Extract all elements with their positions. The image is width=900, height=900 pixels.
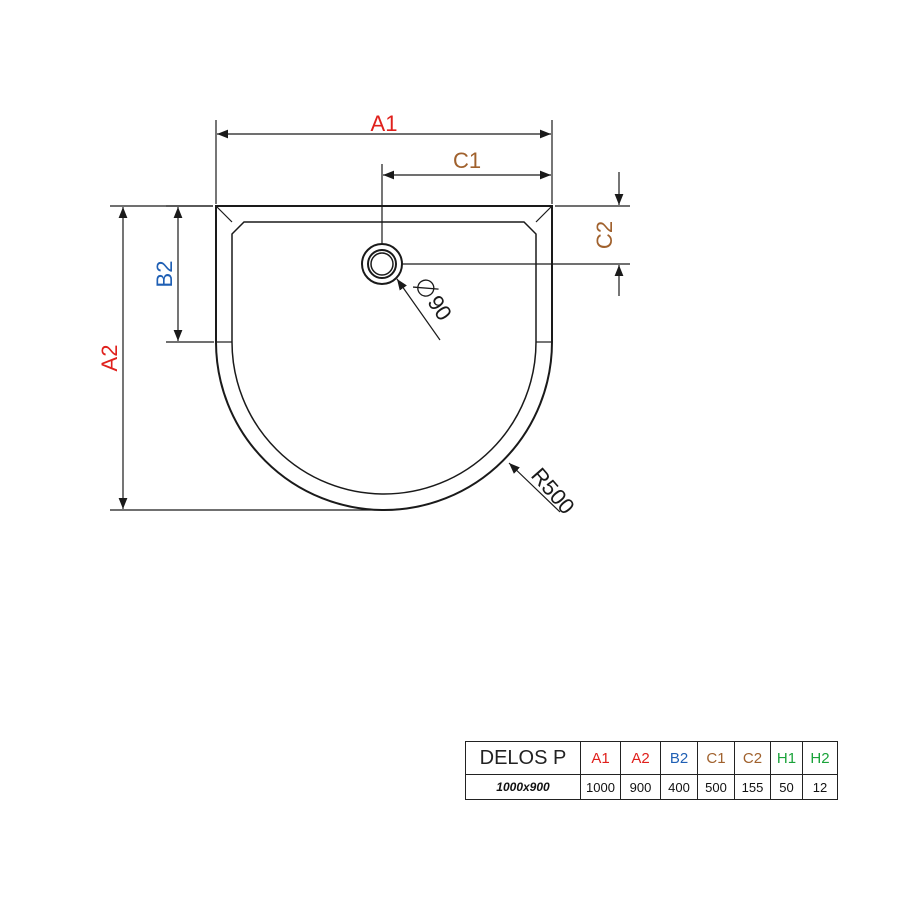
model-name: DELOS P: [465, 741, 581, 775]
drain-icon: [361, 243, 403, 285]
dimension-radius: R500: [508, 462, 580, 519]
value-b2: 400: [660, 774, 698, 800]
value-h1: 50: [770, 774, 803, 800]
tray-outer-outline: [215, 205, 553, 511]
tray-inner-outline: [231, 221, 537, 495]
dimension-label-c1: C1: [453, 148, 481, 173]
dimension-label-radius: R500: [526, 463, 579, 519]
header-c2: C2: [734, 741, 771, 775]
dimension-a2: A2: [97, 205, 384, 511]
dimension-drain-diameter: 90: [396, 278, 457, 341]
tray-bevel-line: [215, 205, 233, 223]
model-size: 1000x900: [465, 774, 581, 800]
header-h2: H2: [802, 741, 838, 775]
tray-bevel-line: [535, 205, 553, 223]
dimension-c2: C2: [402, 172, 630, 296]
table-header-row: DELOS P A1 A2 B2 C1 C2 H1 H2: [465, 741, 838, 775]
value-h2: 12: [802, 774, 838, 800]
dimension-label-b2: B2: [152, 261, 177, 288]
header-h1: H1: [770, 741, 803, 775]
value-c1: 500: [697, 774, 735, 800]
dimension-label-c2: C2: [592, 221, 617, 249]
value-a2: 900: [620, 774, 661, 800]
dimension-label-a2: A2: [97, 345, 122, 372]
dimension-label-a1: A1: [371, 111, 398, 136]
value-a1: 1000: [580, 774, 621, 800]
header-a1: A1: [580, 741, 621, 775]
table-row: 1000x900 1000 900 400 500 155 50 12: [465, 774, 838, 800]
value-c2: 155: [734, 774, 771, 800]
dimension-a1: A1: [215, 111, 553, 204]
dimension-b2: B2: [152, 205, 214, 343]
dimension-c1: C1: [381, 148, 551, 244]
header-c1: C1: [697, 741, 735, 775]
header-a2: A2: [620, 741, 661, 775]
dimensions-table: DELOS P A1 A2 B2 C1 C2 H1 H2 1000x900 10…: [465, 741, 838, 800]
header-b2: B2: [660, 741, 698, 775]
